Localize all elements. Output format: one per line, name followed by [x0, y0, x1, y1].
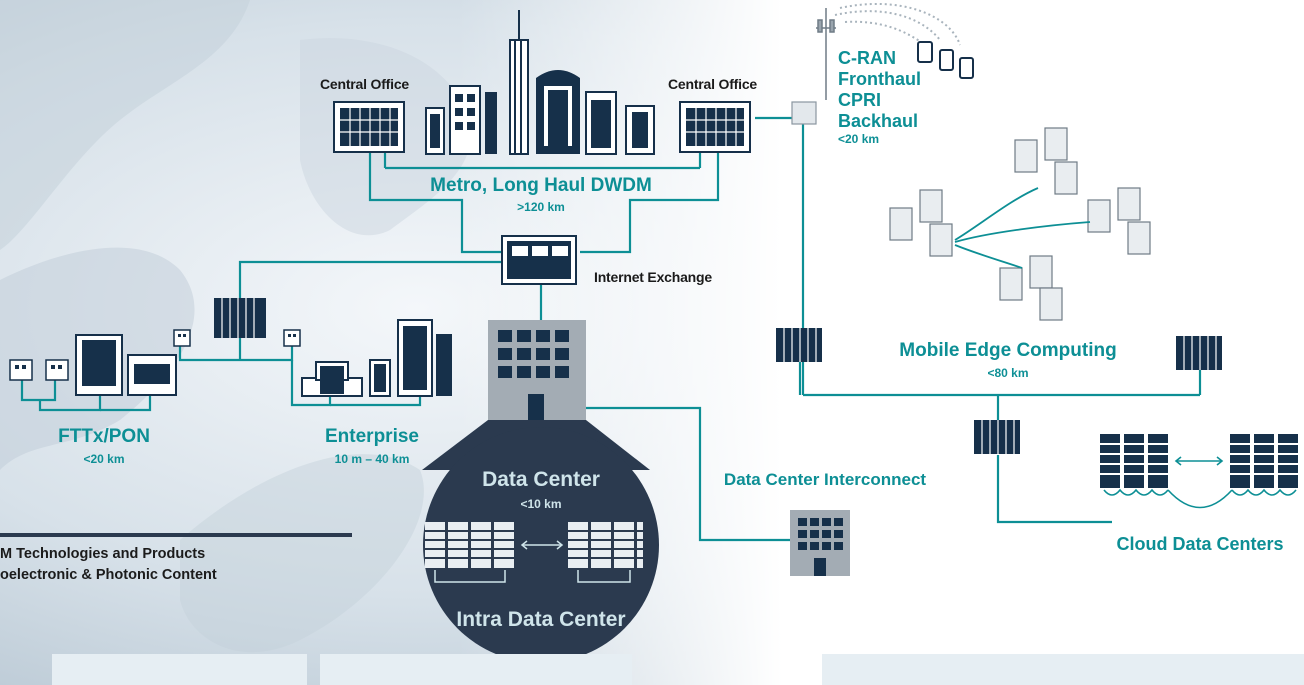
label-data-center-dist: <10 km — [520, 497, 562, 511]
internet-exchange-building — [501, 235, 577, 285]
label-central-office-right: Central Office — [668, 76, 757, 92]
label-cran: C-RAN — [838, 48, 896, 68]
label-cpri: CPRI — [838, 90, 882, 110]
smartphone-icon — [917, 41, 974, 79]
label-backhaul: Backhaul — [838, 111, 919, 131]
city-skyline — [425, 10, 655, 155]
intra-dc-racks — [425, 522, 643, 568]
label-central-office-left: Central Office — [320, 76, 409, 92]
label-fronthaul: Fronthaul — [838, 69, 921, 89]
label-fttx-dist: <20 km — [83, 452, 125, 466]
central-office-right — [679, 101, 751, 153]
server-icon — [889, 127, 1151, 321]
label-enterprise: Enterprise — [325, 426, 419, 447]
panel-2 — [320, 654, 632, 685]
data-center-building — [488, 320, 586, 420]
label-cran-dist: <20 km — [838, 132, 880, 146]
central-office-left — [333, 101, 405, 153]
cran-switch-box — [791, 101, 817, 125]
cell-tower-icon — [816, 8, 836, 100]
label-metro: Metro, Long Haul DWDM — [430, 175, 652, 196]
label-enterprise-dist: 10 m – 40 km — [334, 452, 410, 466]
label-data-center: Data Center — [482, 468, 600, 491]
label-intra-data-center: Intra Data Center — [456, 608, 626, 631]
enterprise-buildings — [301, 319, 452, 397]
dci-building — [790, 510, 850, 576]
label-mec-dist: <80 km — [987, 366, 1029, 380]
label-internet-exchange: Internet Exchange — [594, 269, 712, 285]
label-fttx: FTTx/PON — [58, 426, 150, 447]
rack-icon — [214, 298, 266, 338]
legend-line-2: oelectronic & Photonic Content — [0, 567, 217, 583]
label-cloud: Cloud Data Centers — [1116, 534, 1284, 554]
label-mec: Mobile Edge Computing — [899, 340, 1117, 361]
label-cran-group: C-RAN Fronthaul CPRI Backhaul <20 km — [838, 48, 921, 146]
panel-3 — [822, 654, 1304, 685]
legend-line-1: M Technologies and Products — [0, 546, 206, 562]
panel-1 — [52, 654, 307, 685]
label-dci: Data Center Interconnect — [723, 470, 927, 489]
label-metro-dist: >120 km — [517, 200, 565, 214]
fttx-buildings — [75, 334, 177, 396]
